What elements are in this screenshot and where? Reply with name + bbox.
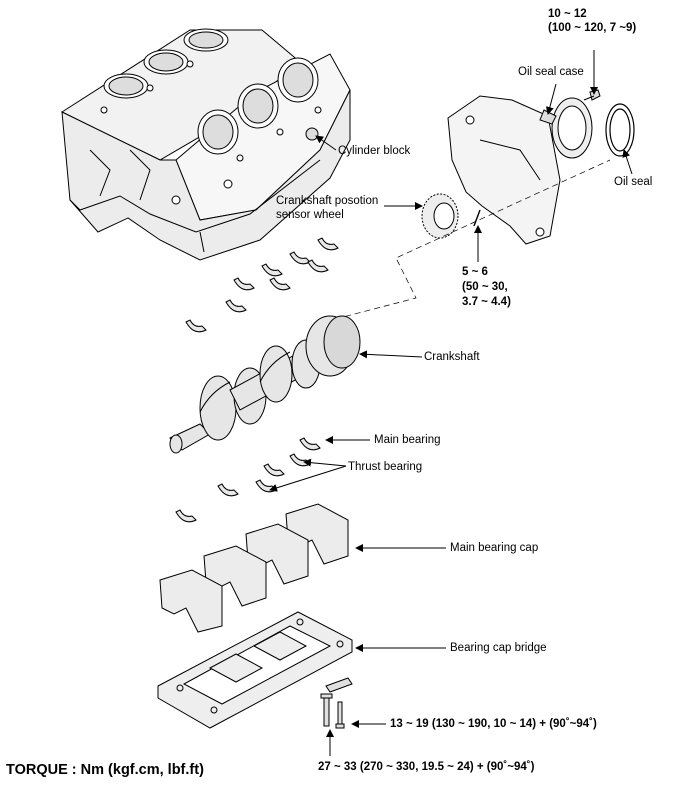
label-main-bearing: Main bearing [374, 434, 441, 446]
label-sensor-wheel-line2: sensor wheel [276, 209, 344, 221]
oil-seal-case-drawing [447, 89, 601, 245]
label-cylinder-block: Cylinder block [338, 145, 411, 157]
torque-oil-seal-case-line1: 10 ~ 12 [548, 8, 587, 20]
label-crankshaft: Crankshaft [424, 351, 480, 363]
torque-cap-bolt: 27 ~ 33 (270 ~ 330, 19.5 ~ 24) + (90˚~94… [318, 761, 535, 773]
main-bearing-caps [159, 503, 349, 633]
label-oil-seal-case: Oil seal case [518, 66, 584, 78]
crank-centerline [315, 159, 611, 325]
bearing-cap-bridge-drawing [157, 611, 353, 729]
upper-main-bearings [185, 237, 339, 333]
crankshaft-drawing [169, 315, 361, 454]
sensor-wheel-drawing [421, 193, 481, 239]
label-thrust-bearing: Thrust bearing [348, 461, 423, 473]
torque-sensor-wheel-line2: (50 ~ 30, [462, 281, 508, 293]
torque-units-title: TORQUE : Nm (kgf.cm, lbf.ft) [6, 762, 204, 778]
torque-sensor-wheel-line1: 5 ~ 6 [462, 266, 488, 278]
label-oil-seal: Oil seal [614, 176, 653, 188]
leader-lines [269, 50, 633, 756]
cylinder-block-drawing [60, 28, 351, 261]
oil-seal-drawing [605, 103, 635, 157]
bridge-bolts [320, 677, 353, 729]
torque-bridge-bolt: 13 ~ 19 (130 ~ 190, 10 ~ 14) + (90˚~94˚) [390, 718, 597, 730]
torque-sensor-wheel-line3: 3.7 ~ 4.4) [462, 296, 511, 308]
label-main-bearing-cap: Main bearing cap [450, 542, 539, 554]
label-sensor-wheel-line1: Crankshaft posotion [276, 195, 379, 207]
label-bearing-cap-bridge: Bearing cap bridge [450, 642, 547, 654]
torque-oil-seal-case-line2: (100 ~ 120, 7 ~9) [548, 22, 637, 34]
lower-bearings [175, 437, 321, 523]
